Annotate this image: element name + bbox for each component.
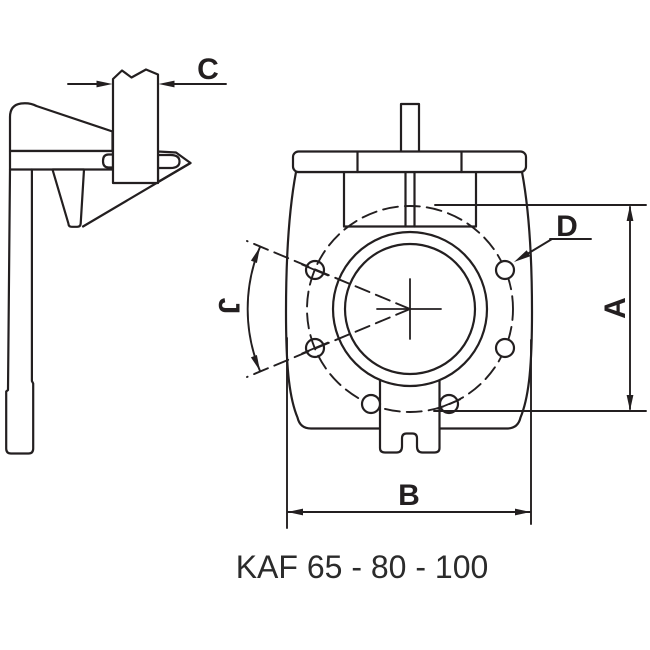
bolt-hole-center-ticks	[301, 263, 461, 410]
bolt-hole-lower-right	[494, 337, 516, 359]
front-view-bolt-circle-dashed	[306, 205, 514, 413]
dimension-j-arrow-bottom	[250, 355, 260, 371]
front-view-recess	[342, 170, 478, 228]
dimension-b-label: B	[398, 479, 420, 512]
dimension-b	[286, 337, 532, 529]
dimension-a-arrow-bottom	[626, 395, 634, 411]
dimension-b-arrow-right	[515, 508, 531, 516]
front-view-figure	[246, 102, 534, 454]
side-view-flange-band	[8, 149, 115, 171]
side-view-gusset-hypotenuse	[81, 161, 192, 228]
dimension-d-arrow	[514, 250, 531, 262]
dimension-j	[246, 246, 261, 372]
bolt-hole-upper-right	[494, 259, 516, 281]
dimension-d	[514, 238, 592, 262]
dimension-d-label: D	[556, 210, 578, 243]
side-view-top-hump	[8, 102, 114, 153]
dimension-a	[433, 204, 647, 412]
dimension-c-label: C	[197, 53, 219, 86]
side-view-stem-column	[111, 68, 160, 185]
dimension-c	[67, 80, 227, 88]
bolt-hole-bottom-left	[360, 393, 382, 415]
side-view-figure	[5, 68, 192, 455]
side-view-pin-left-cap	[101, 153, 115, 169]
front-view-top-stem	[399, 102, 421, 156]
side-view-hand-lever	[5, 168, 35, 455]
side-view-pin-right-cap	[156, 153, 181, 170]
dimension-a-arrow-top	[626, 205, 634, 221]
drawing-linework	[5, 68, 647, 529]
dimension-j-label: J	[212, 298, 245, 315]
front-view-top-flange	[291, 150, 528, 174]
dimension-c-arrow-left	[96, 80, 113, 88]
dimension-c-arrow-right	[158, 80, 175, 88]
drawing-caption: KAF 65 - 80 - 100	[236, 549, 489, 585]
dimension-j-arc	[246, 246, 261, 372]
dimension-a-label: A	[599, 297, 632, 319]
dimension-j-arrow-top	[250, 247, 260, 263]
side-view-gusset-wedge	[51, 168, 86, 228]
dimension-b-arrow-left	[287, 508, 303, 516]
dimension-d-leader	[527, 238, 553, 255]
front-view-bottom-feet	[378, 379, 441, 454]
front-view-inner-bore-circle	[343, 242, 477, 376]
